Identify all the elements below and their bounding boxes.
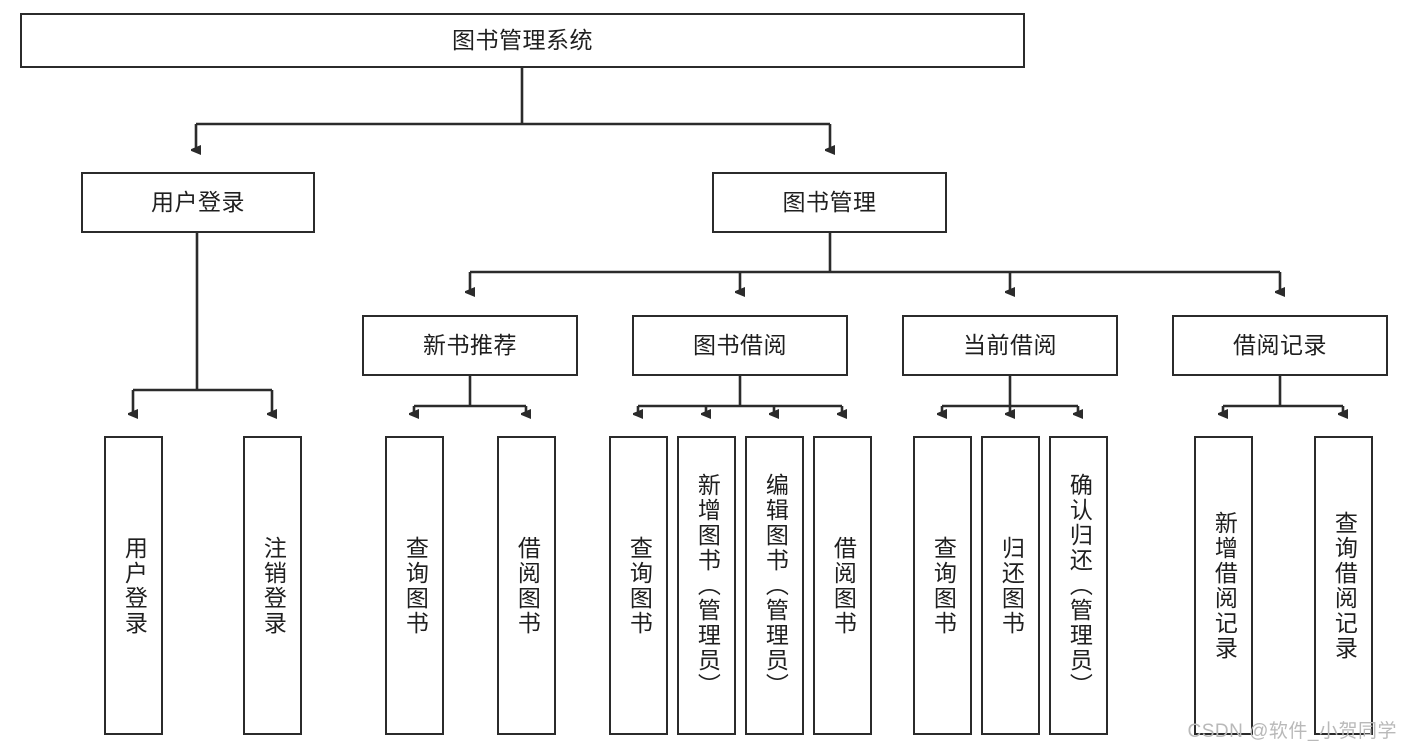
- node-label: 图书借阅: [693, 332, 787, 359]
- node-label: 借阅图书: [830, 535, 857, 636]
- node-label: 用户登录: [121, 535, 148, 636]
- leaf-record-query-record[interactable]: 查询借阅记录: [1314, 436, 1373, 735]
- leaf-borrow-edit-book-admin[interactable]: 编辑图书（管理员）: [745, 436, 804, 735]
- node-label: 新增图书（管理员）: [694, 473, 721, 698]
- node-label: 归还图书: [998, 535, 1025, 636]
- node-current-borrow[interactable]: 当前借阅: [902, 315, 1118, 376]
- leaf-borrow-borrow-book[interactable]: 借阅图书: [813, 436, 872, 735]
- node-label: 查询图书: [626, 535, 653, 636]
- leaf-current-query-book[interactable]: 查询图书: [913, 436, 972, 735]
- node-label: 图书管理: [782, 189, 877, 216]
- node-label: 查询借阅记录: [1331, 510, 1358, 661]
- leaf-user-login-signin[interactable]: 用户登录: [104, 436, 163, 735]
- node-label: 查询图书: [402, 535, 429, 636]
- leaf-borrow-query-book[interactable]: 查询图书: [609, 436, 668, 735]
- node-label: 注销登录: [260, 535, 287, 636]
- node-label: 借阅记录: [1233, 332, 1327, 359]
- node-label: 编辑图书（管理员）: [762, 473, 789, 698]
- node-user-login[interactable]: 用户登录: [81, 172, 315, 233]
- node-label: 图书管理系统: [452, 27, 593, 54]
- leaf-current-confirm-return-admin[interactable]: 确认归还（管理员）: [1049, 436, 1108, 735]
- leaf-recommend-query-book[interactable]: 查询图书: [385, 436, 444, 735]
- node-label: 借阅图书: [514, 535, 541, 636]
- node-root-system[interactable]: 图书管理系统: [20, 13, 1025, 68]
- node-label: 用户登录: [151, 189, 245, 216]
- node-new-book-recommend[interactable]: 新书推荐: [362, 315, 578, 376]
- leaf-record-add-record[interactable]: 新增借阅记录: [1194, 436, 1253, 735]
- node-book-borrow[interactable]: 图书借阅: [632, 315, 848, 376]
- csdn-watermark: CSDN @软件_小贺同学: [1187, 721, 1397, 742]
- node-label: 当前借阅: [963, 332, 1057, 359]
- leaf-recommend-borrow-book[interactable]: 借阅图书: [497, 436, 556, 735]
- leaf-current-return-book[interactable]: 归还图书: [981, 436, 1040, 735]
- node-label: 新书推荐: [423, 332, 517, 359]
- node-book-management[interactable]: 图书管理: [712, 172, 947, 233]
- leaf-user-login-signout[interactable]: 注销登录: [243, 436, 302, 735]
- leaf-borrow-add-book-admin[interactable]: 新增图书（管理员）: [677, 436, 736, 735]
- node-label: 新增借阅记录: [1211, 510, 1238, 661]
- node-borrow-record[interactable]: 借阅记录: [1172, 315, 1388, 376]
- node-label: 查询图书: [930, 535, 957, 636]
- node-label: 确认归还（管理员）: [1066, 473, 1093, 698]
